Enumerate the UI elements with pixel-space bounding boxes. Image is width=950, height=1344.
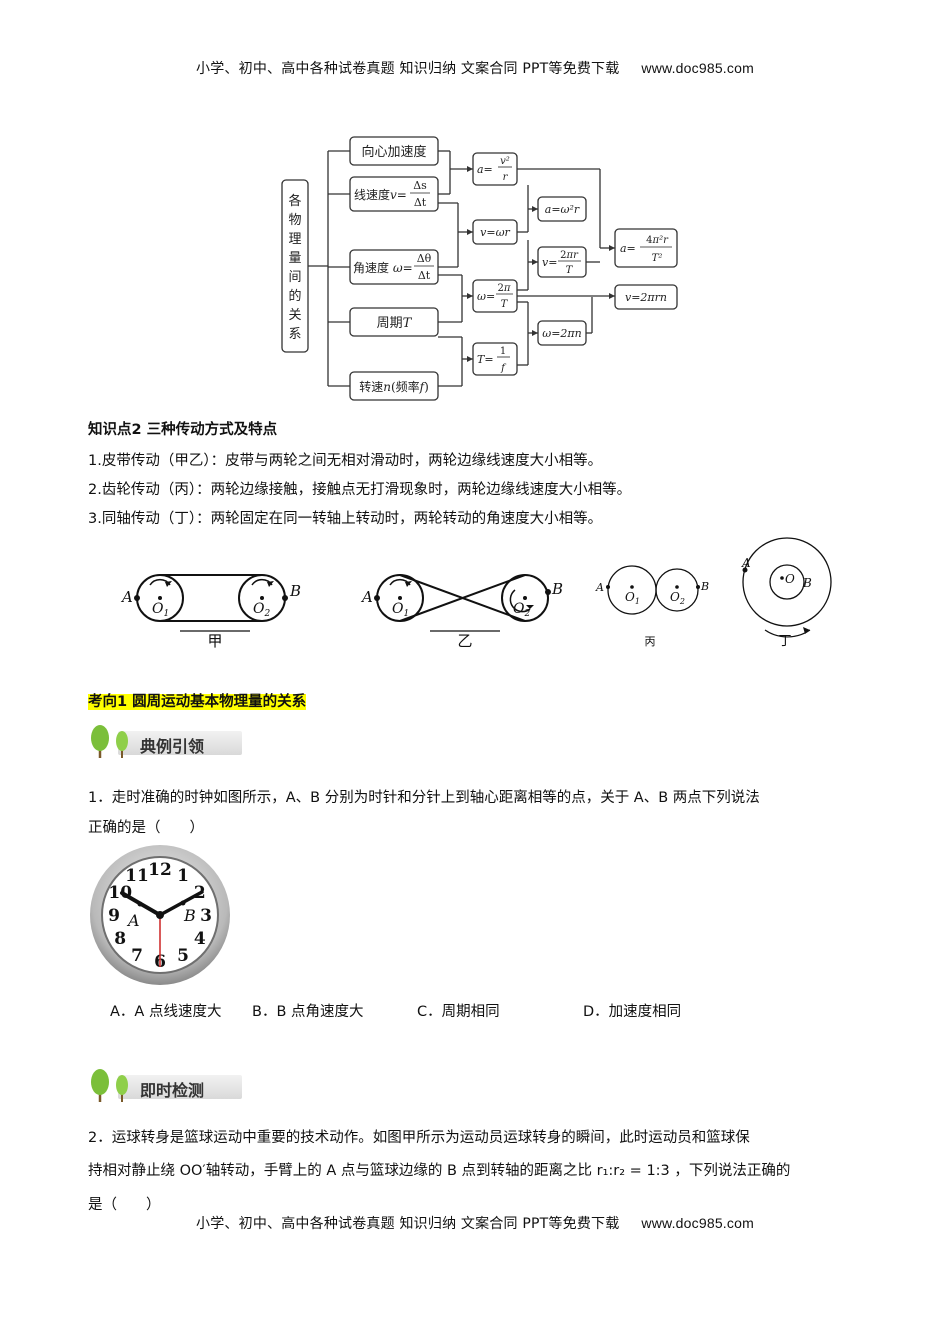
label-centripetal: 向心加速度 [361,144,426,160]
svg-text:T: T [501,299,509,310]
q1-choice-d[interactable]: D．加速度相同 [583,1004,682,1020]
svg-text:的: 的 [288,288,301,304]
clock-point-A: A [126,911,140,930]
svg-text:关: 关 [288,308,301,323]
svg-text:O2: O2 [513,601,530,619]
svg-text:系: 系 [288,327,301,342]
svg-text:A: A [360,588,373,606]
svg-text:Δθ: Δθ [417,252,432,265]
svg-text:ω=2πn: ω=2πn [542,327,582,340]
header-text: 小学、初中、高中各种试卷真题 知识归纳 文案合同 PPT等免费下载 [196,61,620,77]
q1-line1: 1．走时准确的时钟如图所示，A、B 分别为时针和分针上到轴心距离相等的点，关于 … [88,790,760,806]
q1-choice-c[interactable]: C．周期相同 [417,1004,500,1020]
svg-text:O1: O1 [152,601,169,619]
svg-text:B: B [551,580,563,598]
tree-icon [91,725,128,758]
svg-text:a=ω²r: a=ω²r [545,203,580,216]
banner-check: 即时检测 [88,1066,248,1104]
clock-figure: 121234567891011 A B [90,845,230,985]
svg-text:A: A [595,581,604,594]
svg-text:A: A [741,556,751,570]
section2-item-3: 3.同轴传动（丁）：两轮固定在同一转轴上转动时，两轮转动的角速度大小相等。 [88,511,603,527]
banner-example: 典例引领 [88,722,248,760]
svg-text:O: O [785,572,795,586]
svg-text:转速n(频率f): 转速n(频率f) [359,379,429,394]
svg-text:v=2πrn: v=2πrn [625,291,667,304]
svg-text:周期T: 周期T [377,316,413,331]
page-footer: 小学、初中、高中各种试卷真题 知识归纳 文案合同 PPT等免费下载 www.doc… [0,1213,950,1233]
fig-jia-B: B [289,582,301,600]
clock-numeral: 8 [114,929,126,949]
clock-point-B: B [183,906,196,925]
q2-line3: 是（ ） [88,1197,161,1213]
svg-text:T=: T= [477,353,494,366]
clock-numeral: 7 [131,946,143,966]
q1-choice-b[interactable]: B．B 点角速度大 [252,1004,364,1020]
header-site[interactable]: www.doc985.com [641,60,754,76]
svg-text:各: 各 [288,193,301,209]
svg-text:ω=: ω= [477,290,495,303]
svg-text:v=: v= [542,256,557,269]
footer-site[interactable]: www.doc985.com [641,1215,754,1231]
svg-text:a=: a= [620,242,636,255]
fig-label-bing: 丙 [645,635,656,648]
svg-text:O1: O1 [625,590,640,606]
svg-text:2π: 2π [498,283,511,294]
svg-text:Δs: Δs [413,179,427,192]
q1-choice-a[interactable]: A．A 点线速度大 [110,1004,222,1020]
clock-numeral: 11 [125,866,149,886]
clock-numeral: 4 [194,929,206,949]
relation-diagram: 各 物 理 量 间 的 关 系 向心加速度 线速度v= Δs Δt 角速度 ω=… [281,136,678,401]
topic-heading: 考向1 圆周运动基本物理量的关系 [88,694,307,710]
clock-numeral: 3 [200,906,212,926]
q1-line2: 正确的是（ ） [88,820,204,836]
clock-numeral: 5 [177,946,189,966]
fig-label-jia: 甲 [207,632,222,650]
svg-text:间: 间 [288,270,301,285]
q2-line2: 持相对静止绕 OO′轴转动，手臂上的 A 点与篮球边缘的 B 点到转轴的距离之比… [88,1163,791,1179]
svg-text:O2: O2 [670,590,685,606]
svg-text:量: 量 [288,251,301,266]
fig-jia-A: A [120,588,133,606]
svg-text:f: f [500,363,507,374]
svg-text:角速度 ω=: 角速度 ω= [353,260,413,275]
svg-text:v²: v² [500,156,510,167]
clock-numeral: 12 [148,860,172,880]
root-label: 各 物 理 量 间 的 关 系 [288,193,301,342]
svg-text:a=: a= [477,163,493,176]
q2-line1: 2．运球转身是篮球运动中重要的技术动作。如图甲所示为运动员运球转身的瞬间，此时运… [88,1130,750,1146]
clock-numeral: 1 [177,866,189,886]
section2-item-1: 1.皮带传动（甲乙）：皮带与两轮之间无相对滑动时，两轮边缘线速度大小相等。 [88,453,603,469]
section2-title: 知识点2 三种传动方式及特点 [88,422,278,438]
clock-numeral: 9 [108,906,120,926]
fig-label-yi: 乙 [457,632,472,650]
svg-text:B: B [802,576,812,590]
fig-label-ding: 丁 [778,634,791,649]
footer-text: 小学、初中、高中各种试卷真题 知识归纳 文案合同 PPT等免费下载 [196,1216,620,1232]
svg-text:1: 1 [500,346,506,357]
transmission-figures: A B O1 O2 A B O1 O2 A B O1 O2 A O B 甲 乙 … [120,537,832,650]
svg-text:理: 理 [288,232,301,247]
svg-text:r: r [503,172,509,183]
svg-text:物: 物 [288,213,301,228]
svg-text:T: T [566,265,574,276]
svg-text:线速度v=: 线速度v= [354,187,407,202]
svg-text:T²: T² [652,253,663,264]
svg-text:O2: O2 [253,601,270,619]
tree-icon [91,1069,128,1102]
page-header: 小学、初中、高中各种试卷真题 知识归纳 文案合同 PPT等免费下载 www.doc… [0,58,950,78]
svg-text:2πr: 2πr [560,250,579,261]
section2-item-2: 2.齿轮传动（丙）：两轮边缘接触，接触点无打滑现象时，两轮边缘线速度大小相等。 [88,482,632,498]
svg-text:v=ωr: v=ωr [480,226,510,239]
svg-text:4π²r: 4π²r [646,235,669,246]
svg-text:O1: O1 [392,601,409,619]
svg-text:Δt: Δt [418,269,431,282]
svg-text:B: B [700,580,709,593]
svg-text:Δt: Δt [414,196,427,209]
